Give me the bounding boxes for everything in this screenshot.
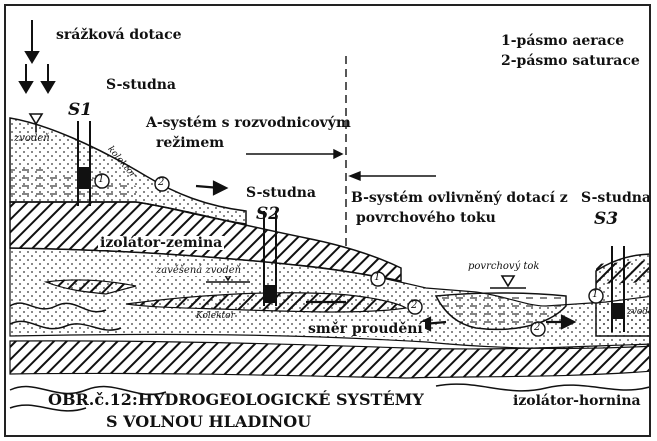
insulator-rock-label: izolátor-hornina xyxy=(511,394,643,408)
legend-aeration: 1-pásmo aerace xyxy=(501,34,624,48)
system-b-arrow xyxy=(350,172,436,180)
zone-marker-5: 2 xyxy=(534,323,540,333)
flow-direction-label: směr proudění xyxy=(306,322,425,336)
system-a-arrow xyxy=(246,150,342,158)
system-a-line2: režimem xyxy=(156,136,224,150)
zone-marker-3: 1 xyxy=(374,273,380,283)
caption-line1: OBR.č.12:HYDROGEOLOGICKÉ SYSTÉMY xyxy=(48,392,424,408)
zone-marker-1: 1 xyxy=(98,175,104,185)
zone-marker-4: 2 xyxy=(411,301,417,311)
zone-marker-6: 1 xyxy=(592,290,598,300)
well-s2-code: S2 xyxy=(256,206,280,223)
system-b-line2: povrchového toku xyxy=(356,211,496,225)
well-s1-label: S-studna xyxy=(106,78,176,92)
aquifer-zone-label: zvodeň xyxy=(14,134,50,144)
precipitation-arrows xyxy=(20,20,54,92)
diagram-frame: srážková dotace 1-pásmo aerace 2-pásmo s… xyxy=(4,4,651,437)
well-s2-label: S-studna xyxy=(246,186,316,200)
caption-line2: S VOLNOU HLADINOU xyxy=(106,414,311,430)
perched-aquifer-label: zavěšená zvodeň xyxy=(156,266,241,276)
system-b-line1: B-systém ovlivněný dotací z xyxy=(351,191,568,205)
system-a-line1: A-systém s rozvodnicovým xyxy=(146,116,351,130)
zone-s3-label: zvodeň xyxy=(627,308,651,317)
zone-marker-2: 2 xyxy=(158,178,164,188)
collector-label: Kolektor xyxy=(196,312,235,321)
precipitation-label: srážková dotace xyxy=(56,28,182,42)
well-s1-code: S1 xyxy=(68,102,92,119)
well-s3-code: S3 xyxy=(594,211,618,228)
surface-flow-label: povrchový tok xyxy=(468,262,540,272)
well-s3-label: S-studna xyxy=(581,191,651,205)
insulator-soil-label: izolátor-zemina xyxy=(98,236,224,250)
legend-saturation: 2-pásmo saturace xyxy=(501,54,640,68)
cross-section-drawing xyxy=(6,6,651,437)
